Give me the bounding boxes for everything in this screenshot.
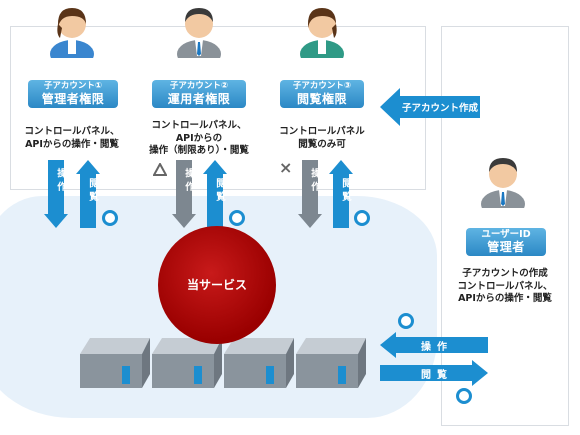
ok-mark-icon [229, 210, 245, 226]
account-1-number: 子アカウント① [43, 81, 103, 91]
account-1-role: 管理者権限 [41, 92, 105, 106]
badge-account-2: 子アカウント② 運用者権限 [152, 80, 246, 108]
ok-mark-icon [354, 210, 370, 226]
view-label-3: 閲覧 [340, 178, 351, 205]
account-2-desc: コントロールパネル、 APIからの 操作（制限あり）・閲覧 [142, 120, 256, 158]
badge-account-3: 子アカウント③ 閲覧権限 [280, 80, 364, 108]
operate-arrow-1 [44, 160, 68, 228]
account-3-desc-line: 閲覧のみ可 [298, 138, 346, 150]
user-view-arrow [380, 360, 488, 386]
user-role: 管理者 [487, 240, 525, 254]
view-label-2: 閲覧 [214, 178, 225, 205]
person-icon-operator [177, 8, 221, 58]
account-2-desc-line: コントロールパネル、 [151, 120, 247, 131]
server-rack [80, 338, 366, 388]
user-panel [441, 26, 569, 426]
service-circle: 当サービス [158, 226, 276, 344]
user-view-label: 閲覧 [421, 370, 453, 381]
account-3-desc: コントロールパネル 閲覧のみ可 [270, 126, 374, 151]
operate-arrow-2 [172, 160, 196, 228]
operate-label-1: 操作 [55, 168, 66, 195]
account-2-number: 子アカウント② [169, 81, 229, 91]
account-1-desc-line: APIからの操作・閲覧 [25, 138, 119, 150]
server-icon [224, 338, 294, 388]
operate-label-3: 操作 [309, 168, 320, 195]
server-icon [152, 338, 222, 388]
view-arrow-2 [203, 160, 227, 228]
account-1-desc: コントロールパネル、 APIからの操作・閲覧 [16, 126, 128, 151]
server-icon [80, 338, 150, 388]
person-icon-user-admin [481, 158, 525, 208]
ng-mark-icon: × [279, 158, 293, 177]
badge-account-1: 子アカウント① 管理者権限 [28, 80, 118, 108]
user-id-label: ユーザーID [481, 229, 531, 240]
view-arrow-1 [76, 160, 100, 228]
operate-label-2: 操作 [183, 168, 194, 195]
operate-arrow-3 [298, 160, 322, 228]
person-icon-viewer [300, 8, 344, 58]
account-2-role: 運用者権限 [167, 92, 231, 106]
account-2-desc-line: APIからの [175, 132, 223, 144]
account-2-desc-line: 操作（制限あり）・閲覧 [149, 145, 249, 156]
create-child-arrow [380, 88, 480, 126]
ok-mark-icon [456, 388, 472, 404]
account-3-role: 閲覧権限 [296, 92, 347, 106]
user-desc-line: APIからの操作・閲覧 [458, 293, 552, 304]
user-desc: 子アカウントの作成 コントロールパネル、 APIからの操作・閲覧 [448, 268, 562, 306]
user-operate-arrow [380, 332, 488, 358]
ok-mark-icon [398, 313, 414, 329]
account-3-number: 子アカウント③ [292, 81, 352, 91]
person-icon-admin [50, 8, 94, 58]
account-3-desc-line: コントロールパネル [279, 126, 365, 137]
limited-mark-icon [153, 163, 167, 176]
create-child-label: 子アカウント作成 [402, 103, 479, 114]
badge-user-admin: ユーザーID 管理者 [466, 228, 546, 256]
view-arrow-3 [329, 160, 353, 228]
user-operate-label: 操作 [421, 342, 453, 353]
view-label-1: 閲覧 [87, 178, 98, 205]
user-desc-line: コントロールパネル、 [457, 280, 553, 292]
account-1-desc-line: コントロールパネル、 [24, 126, 120, 137]
user-desc-line: 子アカウントの作成 [462, 268, 548, 279]
ok-mark-icon [102, 210, 118, 226]
server-icon [296, 338, 366, 388]
